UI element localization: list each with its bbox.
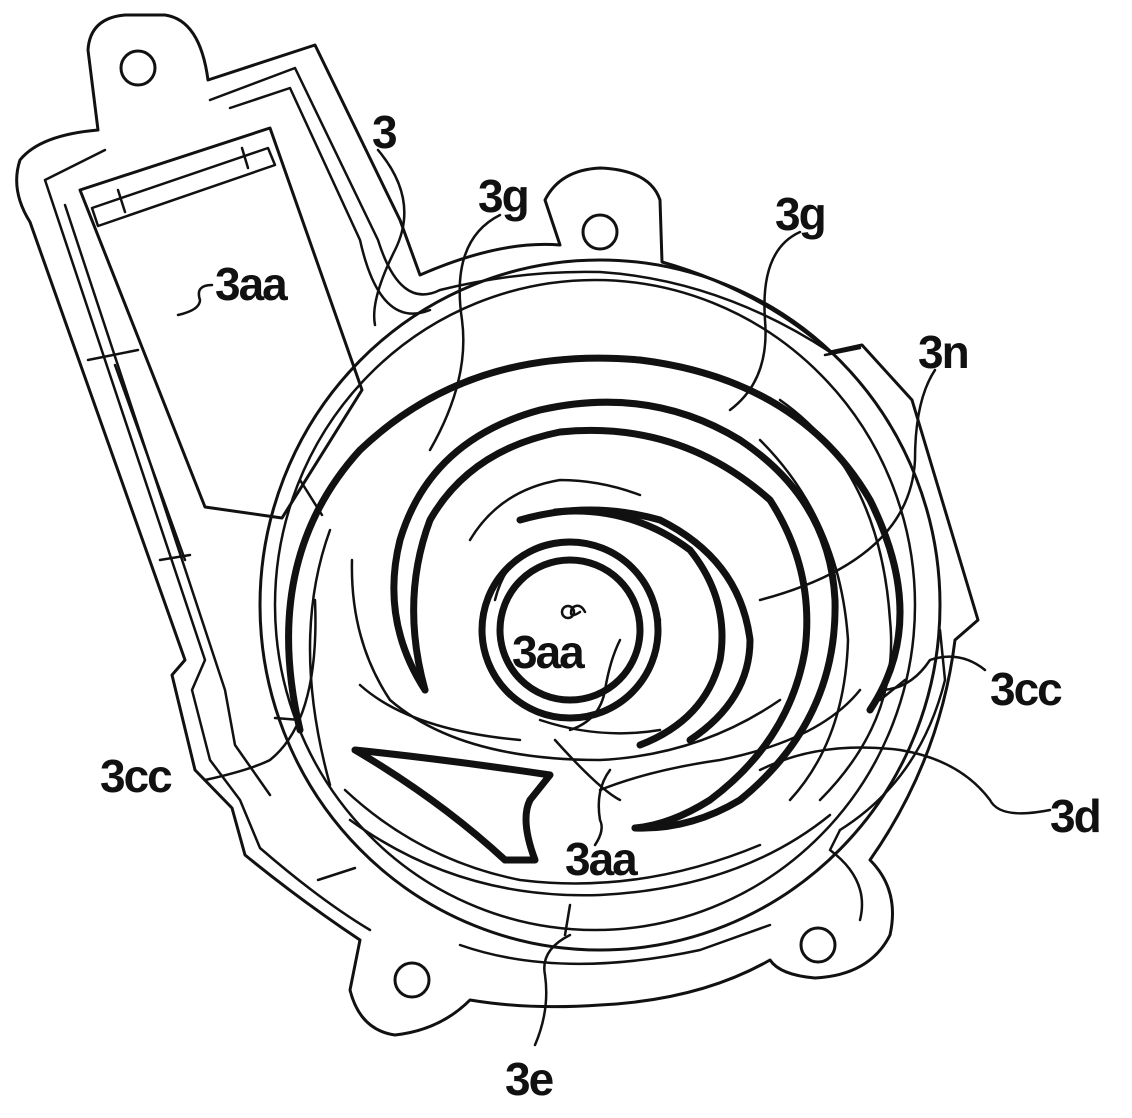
leader-3d (758, 746, 1052, 815)
leader-3 (373, 148, 406, 327)
leader-3aa-top (176, 283, 214, 317)
mounting-hole-top (581, 213, 619, 251)
label-3e: 3e (505, 1053, 554, 1105)
mounting-hole-bottom-right (799, 926, 837, 964)
label-3: 3 (372, 106, 396, 158)
leader-3e (533, 933, 572, 1047)
leader-lines (176, 148, 1052, 1047)
label-3g-left: 3g (478, 170, 528, 222)
label-3aa-top: 3aa (215, 258, 288, 310)
housing-outline (15, 13, 980, 1037)
label-3g-right: 3g (775, 188, 825, 240)
volute-rings (258, 258, 942, 952)
leader-3aa-center-curl (569, 604, 587, 617)
mounting-hole-top-left (119, 49, 157, 87)
leader-3g-left (428, 213, 502, 452)
leader-3n (758, 368, 937, 602)
label-3cc-right: 3cc (990, 663, 1062, 715)
reference-labels: 3 3g 3g 3aa 3aa 3n 3cc 3cc 3d 3aa 3e (100, 106, 1102, 1105)
ring-tick-marks (273, 346, 907, 937)
leader-3g-right (728, 230, 802, 412)
label-3aa-center: 3aa (512, 626, 585, 678)
rectangular-chamber (78, 126, 364, 562)
spiral-channel (350, 398, 850, 832)
leader-3aa-bottom (593, 768, 612, 847)
leader-3cc-right (878, 655, 987, 692)
leader-3aa-center (568, 638, 622, 732)
leader-3cc-left (203, 598, 317, 782)
label-3d: 3d (1050, 790, 1100, 842)
mounting-holes (119, 49, 837, 999)
label-3cc-left: 3cc (100, 750, 172, 802)
label-3aa-bottom: 3aa (565, 833, 638, 885)
center-point (560, 604, 576, 620)
crescent-blade (343, 688, 862, 885)
label-3n: 3n (918, 326, 968, 378)
mounting-hole-bottom-left (393, 961, 431, 999)
